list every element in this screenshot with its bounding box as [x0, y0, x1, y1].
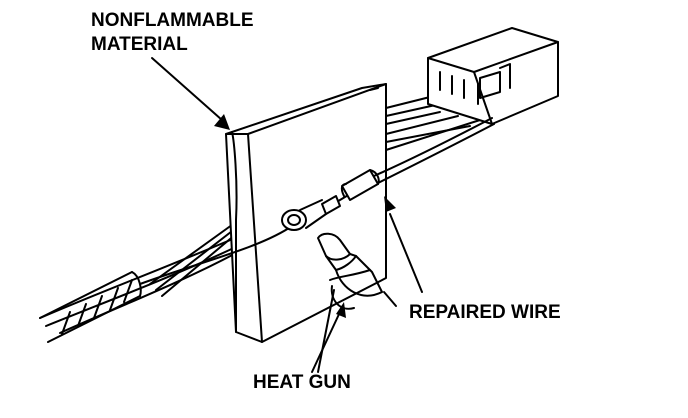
nonflammable-label-line1: NONFLAMMABLE: [91, 10, 254, 31]
heat-gun-label: HEAT GUN: [253, 372, 351, 393]
callout-arrows: [151, 57, 423, 373]
nonflammable-block: [225, 83, 387, 343]
heat-gun: [317, 232, 397, 373]
nonflammable-label-line2: MATERIAL: [91, 34, 188, 55]
nonflammable-leader-line: [151, 57, 223, 121]
wire-harness-right: [385, 95, 481, 151]
heat-gun-arrowhead: [336, 302, 346, 318]
connector: [427, 27, 559, 125]
repaired-wire-arrowhead: [384, 196, 396, 212]
tape-wrap: [39, 271, 142, 343]
splice-tubes: [281, 169, 380, 231]
repaired-wire-leader-line: [389, 213, 423, 293]
repaired-wire-label: REPAIRED WIRE: [409, 302, 561, 323]
wire-harness-left: [39, 221, 239, 334]
nonflammable-arrowhead: [214, 114, 230, 130]
heat-gun-leader-line: [311, 311, 341, 373]
repaired-wire: [139, 117, 495, 285]
